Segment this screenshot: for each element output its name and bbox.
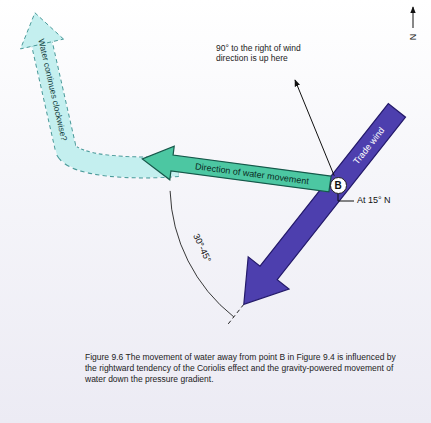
- angle-label: 30°-45°: [191, 232, 213, 264]
- wind-direction-extension: [228, 304, 244, 324]
- continuation-band: [42, 44, 178, 167]
- north-arrow: [413, 7, 414, 28]
- water-movement-arrow: [142, 146, 331, 192]
- continuation-band-outline: [42, 44, 178, 167]
- latitude-leader: [338, 194, 354, 201]
- angle-arc: [170, 191, 234, 317]
- arrow-label: Direction of water movement: [195, 161, 310, 186]
- trade-wind-arrow: [244, 104, 406, 305]
- arrow-label: Water continues clockwise?: [36, 38, 69, 142]
- arrow-label: Trade wind: [351, 125, 387, 166]
- point-letter: B: [334, 180, 341, 191]
- point-marker: B: [330, 177, 347, 194]
- annotation-note: 90° to the right of wind direction is up…: [216, 44, 328, 64]
- perpendicular-pointer: [295, 80, 334, 176]
- latitude-label: At 15° N: [357, 195, 391, 205]
- figure-caption: Figure 9.6 The movement of water away fr…: [85, 352, 397, 385]
- compass-letter: N: [408, 34, 418, 41]
